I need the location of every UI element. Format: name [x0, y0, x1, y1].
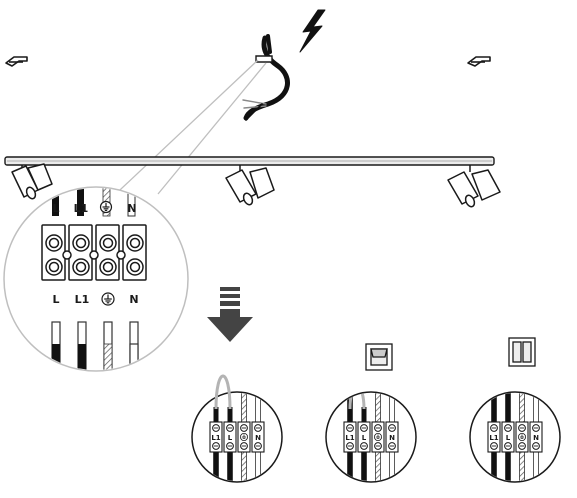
- variant-wire-bottom: [519, 448, 525, 481]
- jumper-wire: [348, 393, 366, 410]
- terminal-label-L-top: L: [52, 202, 59, 215]
- variant-wire-bottom: [505, 448, 511, 481]
- variant-label: L1: [211, 434, 220, 442]
- earth-symbol-top-icon: [99, 200, 113, 214]
- variant-wire-bottom: [533, 448, 539, 481]
- wire-L1-top: [77, 188, 84, 216]
- variant-circle: [191, 391, 283, 483]
- variant-label: N: [533, 434, 539, 442]
- variant-3: L1 L N: [469, 391, 561, 483]
- terminal-label-N-top: N: [127, 202, 136, 215]
- variant-wire-bottom: [389, 448, 395, 481]
- terminal-label-L-bottom: L: [52, 293, 59, 306]
- spotlight-middle: [225, 165, 275, 206]
- ceiling-clip-left-icon: [5, 56, 28, 67]
- ceiling-clip-right-icon: [467, 56, 491, 67]
- variant-wire-top: [519, 393, 525, 426]
- variant-wire-top: [375, 393, 381, 426]
- variant-circle: [325, 391, 417, 483]
- main-terminal-magnifier: L L1 N L L1: [3, 186, 189, 372]
- terminal-screws: [45, 234, 144, 276]
- variant-label: L: [362, 434, 367, 442]
- variant-wire-bottom: [375, 448, 381, 481]
- variant-wire-top: [505, 393, 511, 426]
- variant-label: N: [389, 434, 395, 442]
- variant-wire-bottom: [361, 448, 367, 481]
- spotlight-left: [11, 163, 53, 200]
- variant-wire-bottom: [241, 448, 247, 481]
- variant-wire-top: [213, 407, 219, 425]
- terminal-label-L1-top: L1: [74, 202, 89, 215]
- earth-symbol-bottom-icon: [101, 292, 115, 306]
- track-rail: [4, 156, 495, 166]
- variant-wire-top: [227, 407, 233, 425]
- terminal-label-N-bottom: N: [129, 293, 138, 306]
- variant-1: L1 L N: [191, 374, 283, 483]
- variant-wire-top: [361, 407, 367, 425]
- variant-earth-icon: [240, 433, 248, 441]
- variant-wire-bottom: [491, 448, 497, 481]
- wiring-variants: L1 L N L1 L N L1 L N: [191, 374, 561, 483]
- magnifier-lines: [103, 59, 267, 206]
- down-arrow-icon: [207, 287, 253, 342]
- variant-label: L: [228, 434, 233, 442]
- jumper-wire: [214, 374, 232, 410]
- variant-label: L1: [345, 434, 354, 442]
- power-cable: [242, 34, 290, 121]
- variant-wire-bottom: [347, 448, 353, 481]
- terminal-label-L1-bottom: L1: [75, 293, 90, 306]
- variant-label: L1: [489, 434, 498, 442]
- variant-wire-top: [241, 393, 247, 426]
- variant-label: N: [255, 434, 261, 442]
- variant-2: L1 L N: [325, 391, 417, 483]
- single-switch-icon: [365, 343, 393, 371]
- spotlight-right: [447, 165, 501, 208]
- variant-wire-bottom: [227, 448, 233, 481]
- double-switch-icon: [508, 337, 536, 367]
- variant-wire-bottom: [255, 448, 261, 481]
- variant-label: L: [506, 434, 511, 442]
- variant-earth-icon: [374, 433, 382, 441]
- variant-earth-icon: [518, 433, 526, 441]
- lightning-bolt-icon: [299, 9, 326, 53]
- variant-wire-bottom: [213, 448, 219, 481]
- variant-circle: [469, 391, 561, 483]
- wire-L-top: [52, 188, 59, 216]
